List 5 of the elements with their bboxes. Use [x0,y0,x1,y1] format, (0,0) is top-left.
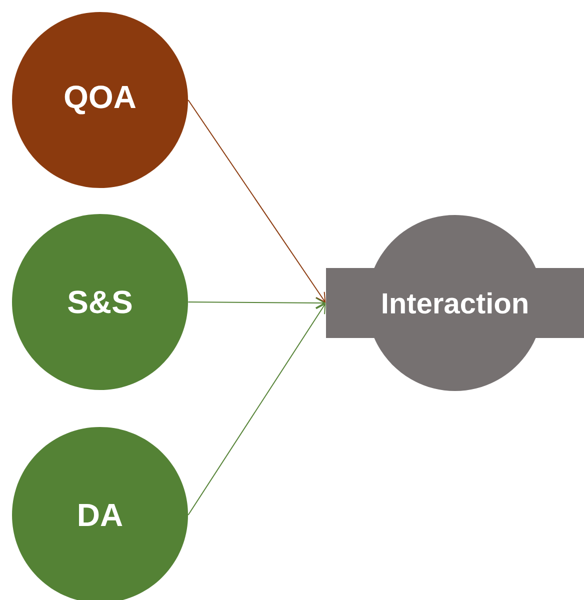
arrow [188,100,326,303]
arrow [188,297,326,308]
circle-node: QOA [12,12,188,188]
arrow [188,303,326,516]
circle-node: S&S [12,214,188,390]
